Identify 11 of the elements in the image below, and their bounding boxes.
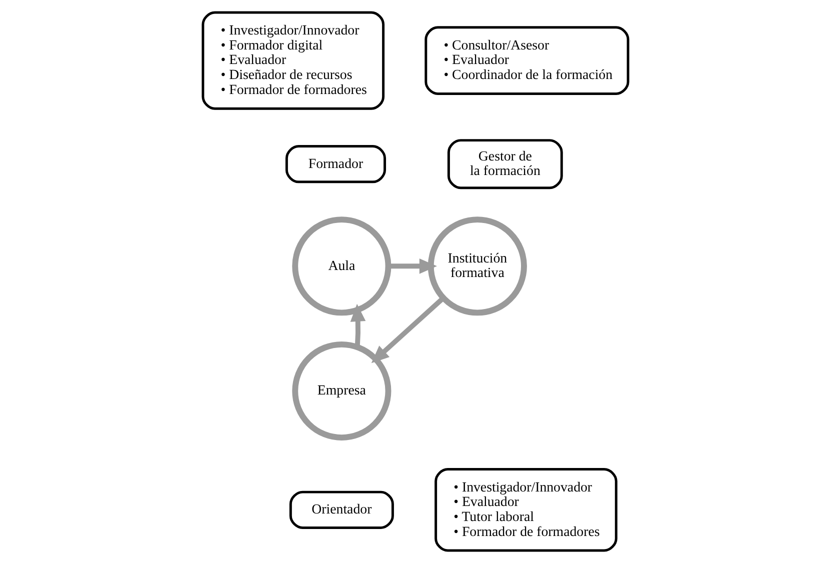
node-box: Formador	[285, 145, 386, 184]
arrow	[350, 304, 366, 348]
node-box: • Consultor/Asesor • Evaluador • Coordinador de la formación	[424, 26, 630, 95]
node-box: Gestor de la formación	[447, 139, 563, 190]
node-circle: Aula	[292, 216, 392, 316]
node-box: Orientador	[289, 490, 394, 529]
node-circle: Institución formativa	[428, 216, 527, 316]
node-box: • Investigador/Innovador • Formador digital • Evaluador • Diseñador de recursos • Formador de formadores	[202, 11, 385, 110]
arrow	[371, 296, 445, 364]
arrow	[388, 258, 437, 274]
node-box: • Investigador/Innovador • Evaluador • Tutor laboral • Formador de formadores	[434, 468, 618, 552]
